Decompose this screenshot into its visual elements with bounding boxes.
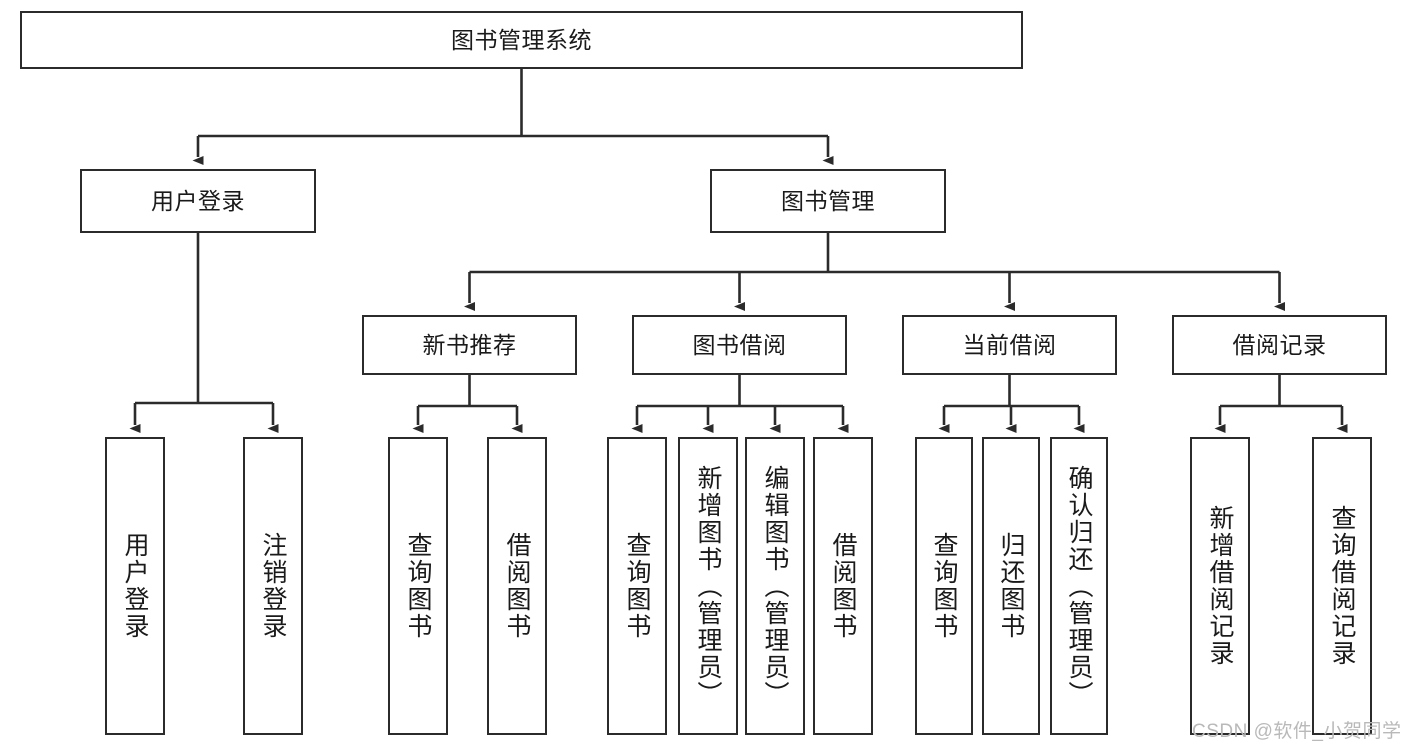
leaf-query-books-recommend[interactable]: 查询图书 — [388, 437, 448, 735]
node-label: 借阅图书 — [829, 532, 857, 640]
node-label: 新增借阅记录 — [1206, 505, 1234, 667]
node-label: 新增图书（管理员） — [694, 464, 722, 708]
node-label: 归还图书 — [997, 532, 1025, 640]
node-label: 查询图书 — [623, 532, 651, 640]
leaf-return-books[interactable]: 归还图书 — [982, 437, 1040, 735]
node-book-management[interactable]: 图书管理 — [710, 169, 946, 233]
node-label: 图书借阅 — [692, 331, 787, 358]
node-label: 用户登录 — [121, 532, 149, 640]
node-label: 注销登录 — [259, 532, 287, 640]
leaf-query-books-current[interactable]: 查询图书 — [915, 437, 973, 735]
node-user-login[interactable]: 用户登录 — [80, 169, 316, 233]
node-label: 查询图书 — [930, 532, 958, 640]
leaf-logout[interactable]: 注销登录 — [243, 437, 303, 735]
leaf-query-borrow-record[interactable]: 查询借阅记录 — [1312, 437, 1372, 735]
node-label: 新书推荐 — [422, 331, 517, 358]
node-root-system[interactable]: 图书管理系统 — [20, 11, 1023, 69]
node-label: 借阅图书 — [503, 532, 531, 640]
leaf-borrow-books[interactable]: 借阅图书 — [813, 437, 873, 735]
node-label: 查询图书 — [404, 532, 432, 640]
leaf-confirm-return-admin[interactable]: 确认归还（管理员） — [1050, 437, 1108, 735]
node-label: 确认归还（管理员） — [1065, 464, 1093, 708]
watermark-text: CSDN @软件_小贺同学 — [1192, 721, 1402, 742]
leaf-user-login[interactable]: 用户登录 — [105, 437, 165, 735]
leaf-add-book-admin[interactable]: 新增图书（管理员） — [678, 437, 738, 735]
node-label: 查询借阅记录 — [1328, 505, 1356, 667]
node-label: 编辑图书（管理员） — [761, 464, 789, 708]
leaf-borrow-books-recommend[interactable]: 借阅图书 — [487, 437, 547, 735]
node-label: 用户登录 — [151, 187, 245, 214]
node-borrow-records[interactable]: 借阅记录 — [1172, 315, 1387, 375]
node-label: 图书管理系统 — [451, 26, 592, 53]
leaf-query-books-borrow[interactable]: 查询图书 — [607, 437, 667, 735]
node-book-borrow[interactable]: 图书借阅 — [632, 315, 847, 375]
node-label: 图书管理 — [781, 187, 875, 214]
node-label: 借阅记录 — [1232, 331, 1327, 358]
leaf-edit-book-admin[interactable]: 编辑图书（管理员） — [745, 437, 805, 735]
leaf-add-borrow-record[interactable]: 新增借阅记录 — [1190, 437, 1250, 735]
node-label: 当前借阅 — [962, 331, 1057, 358]
node-current-borrow[interactable]: 当前借阅 — [902, 315, 1117, 375]
node-new-book-recommend[interactable]: 新书推荐 — [362, 315, 577, 375]
